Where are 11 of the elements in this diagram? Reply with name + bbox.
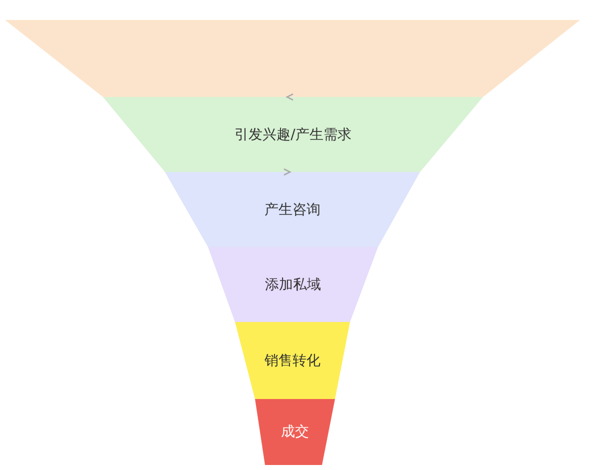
funnel-stage xyxy=(235,322,350,399)
funnel-stage xyxy=(5,20,580,97)
funnel-stage xyxy=(255,399,335,465)
stage-label: 销售转化 xyxy=(264,352,320,370)
funnel-stage xyxy=(208,247,378,322)
stage-label: 产生咨询 xyxy=(264,200,320,218)
funnel-stage xyxy=(103,97,483,172)
funnel-stage xyxy=(165,172,420,247)
stage-label: 成交 xyxy=(281,423,309,441)
stage-label: 引发兴趣/产生需求 xyxy=(234,126,352,144)
stage-label: 添加私域 xyxy=(265,276,321,294)
